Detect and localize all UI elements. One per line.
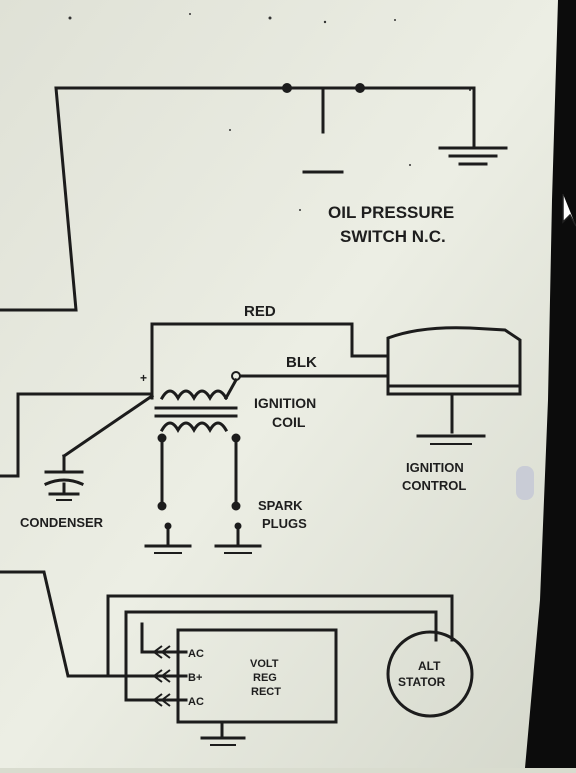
alternator-stator <box>386 630 474 718</box>
scrollbar-thumb[interactable] <box>516 466 534 500</box>
spark-plugs-label-line1: SPARK <box>258 498 303 513</box>
stator-label-stator: STATOR <box>398 675 446 689</box>
oil-ground-symbol <box>438 146 508 166</box>
ignition-coil-label-line2: COIL <box>272 414 306 430</box>
stator-label-alt: ALT <box>418 659 441 673</box>
regulator-label-rect: RECT <box>251 686 281 698</box>
regulator-b-plus-terminal: B+ <box>188 672 202 684</box>
oil-pressure-label-line1: OIL PRESSURE <box>328 203 454 222</box>
oil-pressure-circuit <box>0 83 476 312</box>
voltage-regulator-rectifier <box>176 628 338 746</box>
ignition-coil-label-line1: IGNITION <box>254 395 316 411</box>
blk-wire-label: BLK <box>286 354 317 371</box>
spark-plug-leads <box>144 436 262 554</box>
oil-pressure-label-line2: SWITCH N.C. <box>340 227 446 246</box>
mouse-cursor-icon <box>562 194 576 227</box>
ignition-control-module <box>386 326 522 445</box>
coil-positive-mark: + <box>140 371 147 385</box>
red-wire-label: RED <box>244 303 276 320</box>
charging-wiring <box>0 570 454 707</box>
ignition-control-label-line1: IGNITION <box>406 460 464 475</box>
red-wire <box>150 322 390 400</box>
spark-plugs-label-line2: PLUGS <box>262 516 307 531</box>
trigger-and-condenser-wiring <box>0 392 155 501</box>
ignition-control-label-line2: CONTROL <box>402 478 466 493</box>
monitor-bezel <box>525 0 576 768</box>
regulator-ac-top-terminal: AC <box>188 648 204 660</box>
regulator-ac-bottom-terminal: AC <box>188 696 204 708</box>
regulator-label-volt: VOLT <box>250 658 279 670</box>
condenser-label: CONDENSER <box>20 515 104 530</box>
regulator-label-reg: REG <box>253 672 277 684</box>
ignition-coil <box>154 377 241 443</box>
